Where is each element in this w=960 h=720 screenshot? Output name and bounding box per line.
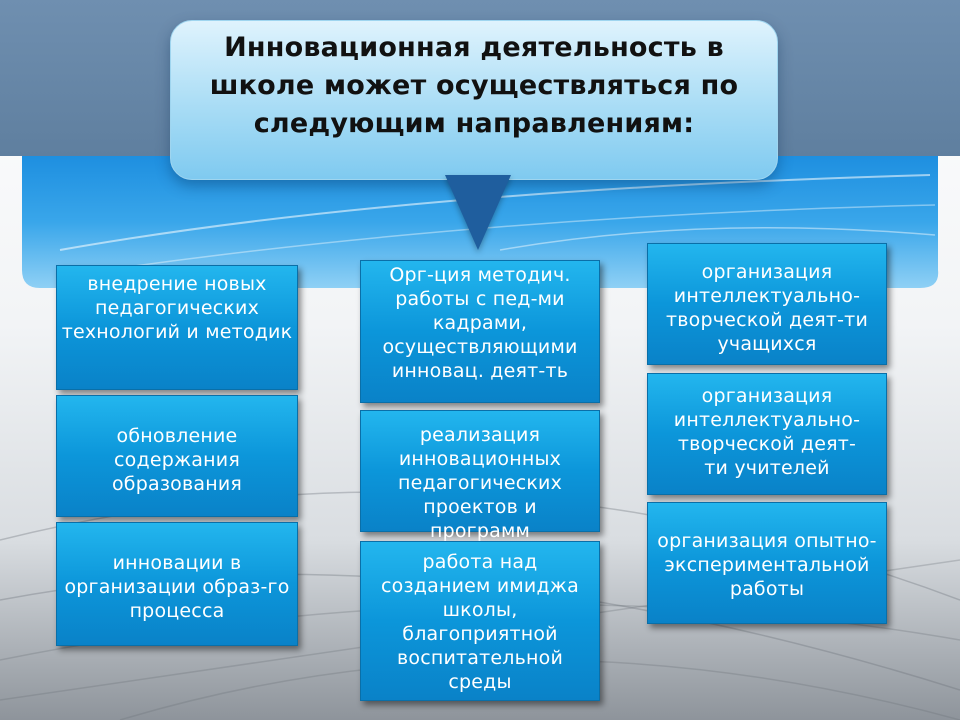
direction-box-3-3: организация опытно-экспериментальной раб… [647, 502, 887, 624]
direction-box-1-3: инновации в организации образ-го процесс… [56, 522, 298, 646]
direction-box-2-2: реализация инновационных педагогических … [360, 410, 600, 542]
direction-box-2-1: Орг-ция методич. работы с пед-ми кадрами… [360, 260, 600, 403]
page-title: Инновационная деятельность в школе может… [209, 32, 739, 139]
direction-box-3-2: организация интеллектуально-творческой д… [647, 373, 887, 495]
direction-box-2-3: работа над созданием имиджа школы, благо… [360, 541, 600, 701]
direction-box-3-1: организация интеллектуально-творческой д… [647, 243, 887, 365]
direction-box-1-2: обновление содержания образования [56, 395, 298, 517]
title-box: Инновационная деятельность в школе может… [170, 20, 778, 180]
pointer-arrow [445, 175, 511, 250]
direction-box-1-1: внедрение новых педагогических технологи… [56, 265, 298, 390]
